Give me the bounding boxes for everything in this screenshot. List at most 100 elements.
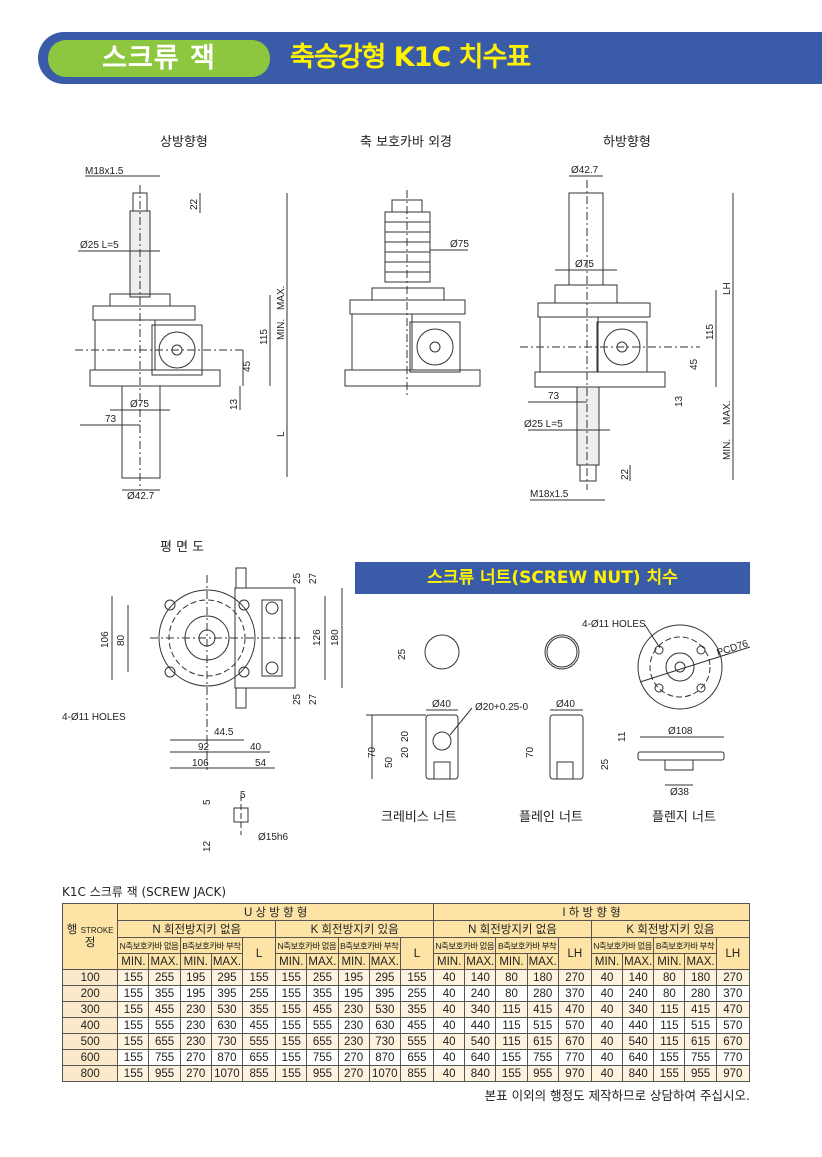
cover-header: N축보호카바 없음 <box>433 937 497 954</box>
value-cell: 770 <box>557 1049 592 1066</box>
dim-label: Ø25 L=5 <box>524 419 563 430</box>
value-cell: 195 <box>337 985 370 1002</box>
value-cell: 40 <box>590 1001 624 1018</box>
dim-label: Ø40 <box>432 699 451 710</box>
minmax-header: MAX. <box>368 953 401 970</box>
dim-label: 73 <box>548 391 560 402</box>
subgroup-header: K 회전방지키 있음 <box>275 920 435 938</box>
cover-header: N축보호카바 없음 <box>117 937 181 954</box>
plan-view-drawing <box>111 567 343 835</box>
value-cell: 955 <box>148 1065 181 1082</box>
value-cell: 140 <box>622 969 655 986</box>
value-cell: 515 <box>684 1017 717 1034</box>
value-cell: 115 <box>653 1017 686 1034</box>
cover-drawing <box>344 190 481 395</box>
subgroup-header: N 회전방지키 없음 <box>433 920 592 938</box>
value-cell: 80 <box>495 969 528 986</box>
value-cell: 530 <box>368 1001 401 1018</box>
value-cell: 80 <box>653 985 686 1002</box>
value-cell: 515 <box>526 1017 559 1034</box>
value-cell: 355 <box>241 1001 277 1018</box>
subgroup-header: N 회전방지키 없음 <box>117 920 277 938</box>
value-cell: 155 <box>399 969 435 986</box>
value-cell: 195 <box>337 969 370 986</box>
dim-label: 45 <box>242 360 253 372</box>
dim-label: 22 <box>620 468 631 480</box>
value-cell: 255 <box>148 969 181 986</box>
value-cell: 370 <box>557 985 592 1002</box>
value-cell: 470 <box>715 1001 751 1018</box>
value-cell: 455 <box>148 1001 181 1018</box>
value-cell: 155 <box>117 1001 150 1018</box>
value-cell: 40 <box>433 1049 466 1066</box>
minmax-header: MAX. <box>526 953 559 970</box>
dim-label: M18x1.5 <box>85 166 124 177</box>
dim-label: MIN. <box>276 319 287 340</box>
value-cell: 870 <box>210 1049 244 1066</box>
dim-label: Ø42.7 <box>127 491 155 502</box>
dim-label: MAX. <box>722 401 733 425</box>
value-cell: 555 <box>399 1033 435 1050</box>
minmax-header: MAX. <box>684 953 717 970</box>
dim-label: Ø38 <box>670 787 689 798</box>
dim-label: Ø42.7 <box>571 165 599 176</box>
value-cell: 670 <box>715 1033 751 1050</box>
minmax-header: MAX. <box>622 953 655 970</box>
minmax-header: MIN. <box>117 953 150 970</box>
dim-label: PCD76 <box>716 638 750 659</box>
value-cell: 470 <box>557 1001 592 1018</box>
subgroup-header: K 회전방지키 있음 <box>590 920 751 938</box>
stroke-header-ko2: 정 <box>84 936 96 949</box>
value-cell: 540 <box>464 1033 497 1050</box>
value-cell: 395 <box>210 985 244 1002</box>
dim-label: LH <box>722 282 733 295</box>
dim-label: 106 <box>192 758 209 769</box>
lower-view-title: 하방향형 <box>603 135 651 150</box>
value-cell: 340 <box>622 1001 655 1018</box>
value-cell: 755 <box>684 1049 717 1066</box>
value-cell: 40 <box>590 969 624 986</box>
dim-label: Ø108 <box>668 726 693 737</box>
lower-direction-drawing <box>520 175 734 501</box>
value-cell: 155 <box>117 1017 150 1034</box>
value-cell: 355 <box>399 1001 435 1018</box>
dim-label: 20 <box>400 746 411 758</box>
value-cell: 455 <box>399 1017 435 1034</box>
value-cell: 155 <box>275 1033 308 1050</box>
value-cell: 230 <box>337 1017 370 1034</box>
value-cell: 115 <box>495 1033 528 1050</box>
value-cell: 340 <box>464 1001 497 1018</box>
technical-drawings: M18x1.5 22 Ø25 L=5 MIN. MAX. 115 45 13 Ø… <box>62 165 751 852</box>
value-cell: 270 <box>179 1065 212 1082</box>
value-cell: 840 <box>464 1065 497 1082</box>
dim-label: 5 <box>240 790 246 801</box>
group-header-upper: U 상 방 향 형 <box>117 903 435 921</box>
value-cell: 40 <box>590 1033 624 1050</box>
minmax-header: MIN. <box>179 953 212 970</box>
cover-view-title: 축 보호카바 외경 <box>360 135 452 150</box>
upper-view-title: 상방향형 <box>160 135 208 150</box>
dim-label: 44.5 <box>214 727 234 738</box>
value-cell: 295 <box>368 969 401 986</box>
value-cell: 80 <box>653 969 686 986</box>
value-cell: 455 <box>306 1001 339 1018</box>
dim-label: Ø15h6 <box>258 832 288 843</box>
dim-label: 180 <box>330 629 341 646</box>
dim-label: 12 <box>202 840 213 852</box>
value-cell: 280 <box>684 985 717 1002</box>
dim-label: 27 <box>308 693 319 705</box>
dimension-table: 행 STROKE 정 U 상 방 향 형 I 하 방 향 형 N 회전방지키 없… <box>61 903 751 1082</box>
value-cell: 570 <box>715 1017 751 1034</box>
value-cell: 230 <box>179 1017 212 1034</box>
value-cell: 755 <box>526 1049 559 1066</box>
dim-label: 50 <box>384 756 395 768</box>
value-cell: 630 <box>210 1017 244 1034</box>
value-cell: 655 <box>399 1049 435 1066</box>
value-cell: 295 <box>210 969 244 986</box>
value-cell: 555 <box>306 1017 339 1034</box>
dim-label: 40 <box>250 742 262 753</box>
value-cell: 155 <box>117 985 150 1002</box>
value-cell: 270 <box>337 1065 370 1082</box>
